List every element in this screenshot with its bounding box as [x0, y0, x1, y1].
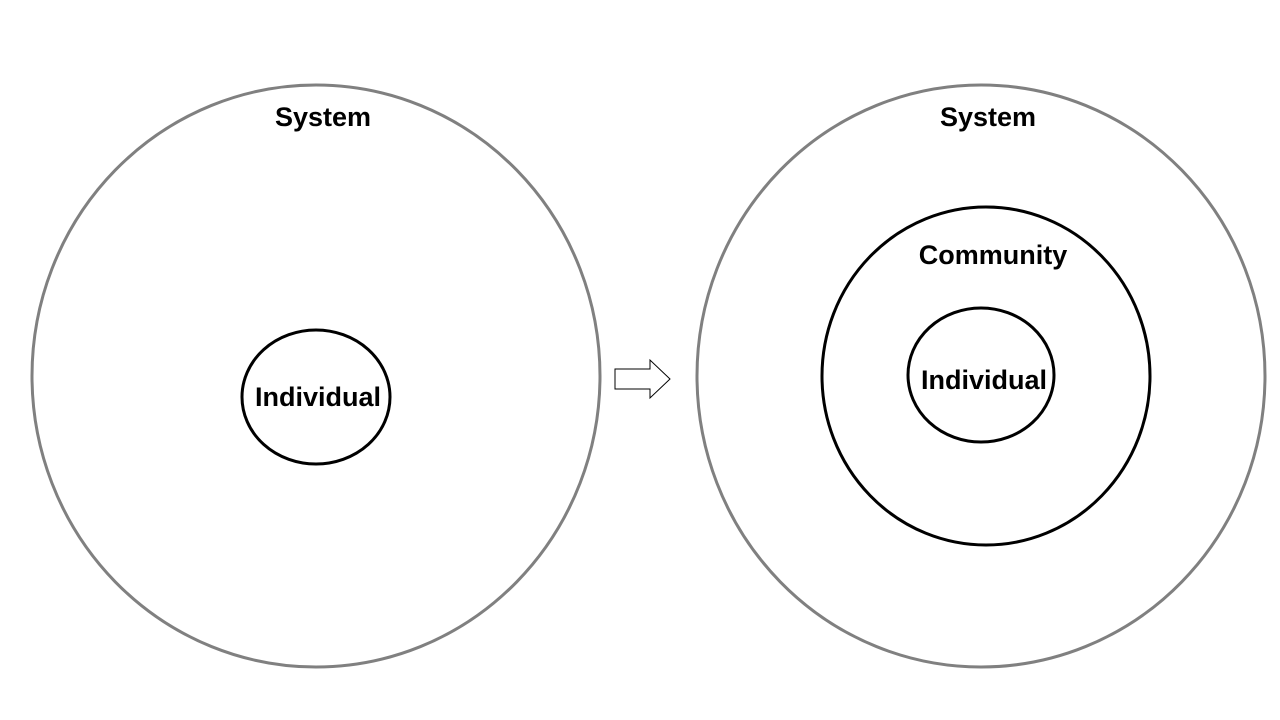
left-individual-label: Individual	[255, 382, 381, 412]
right-community-label: Community	[919, 240, 1068, 270]
right-individual-label: Individual	[921, 365, 1047, 395]
right-system-circle	[695, 83, 1267, 669]
left-individual-circle	[240, 328, 392, 466]
right-diagram: System Community Individual	[695, 83, 1267, 669]
right-individual-circle	[906, 306, 1056, 444]
left-diagram: System Individual	[30, 83, 602, 669]
right-community-circle	[820, 205, 1152, 547]
left-system-label: System	[275, 102, 371, 132]
transition-arrow	[614, 358, 671, 400]
right-system-label: System	[940, 102, 1036, 132]
left-system-circle	[30, 83, 602, 669]
